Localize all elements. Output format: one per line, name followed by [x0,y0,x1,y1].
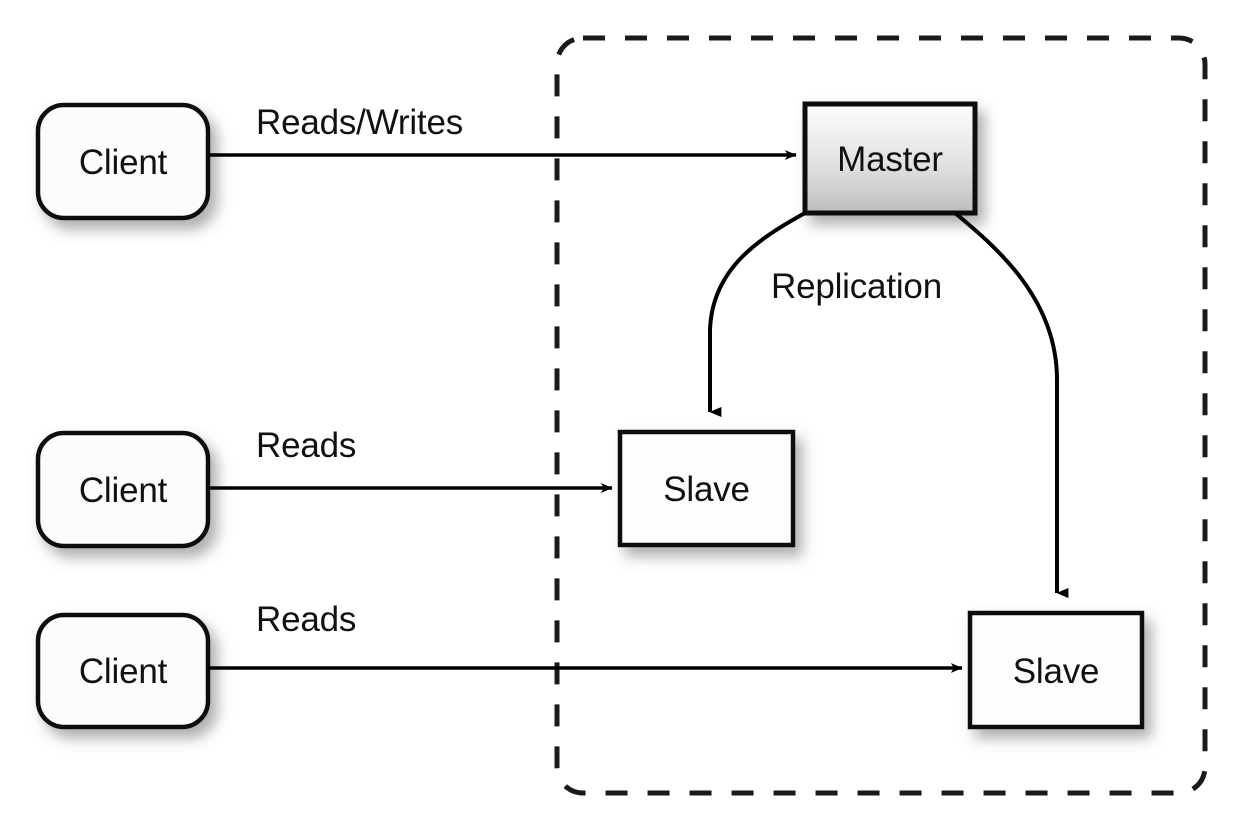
node-slave-2[interactable] [967,610,1145,730]
node-slave-1-label: Slave [663,470,750,509]
node-master-label: Master [837,140,943,179]
node-slave-2-label: Slave [1012,652,1100,691]
node-client-3-label: Client [78,652,168,691]
node-client-3[interactable] [35,612,211,730]
edge-master-slave2 [953,211,1069,598]
node-client-2-label: Client [78,471,168,510]
edge-master-slave1 [708,211,806,417]
node-master[interactable] [802,101,978,216]
edge-master-slave1-label: Replication [771,267,942,306]
node-client-1-label: Client [78,143,168,182]
edge-client3-slave2-label: Reads [256,600,357,639]
edge-client1-master-label: Reads/Writes [256,103,464,142]
node-client-1[interactable] [35,102,211,221]
edge-client2-slave1-label: Reads [256,426,357,465]
database-cluster-boundary [554,35,1208,796]
node-slave-1[interactable] [617,429,796,548]
